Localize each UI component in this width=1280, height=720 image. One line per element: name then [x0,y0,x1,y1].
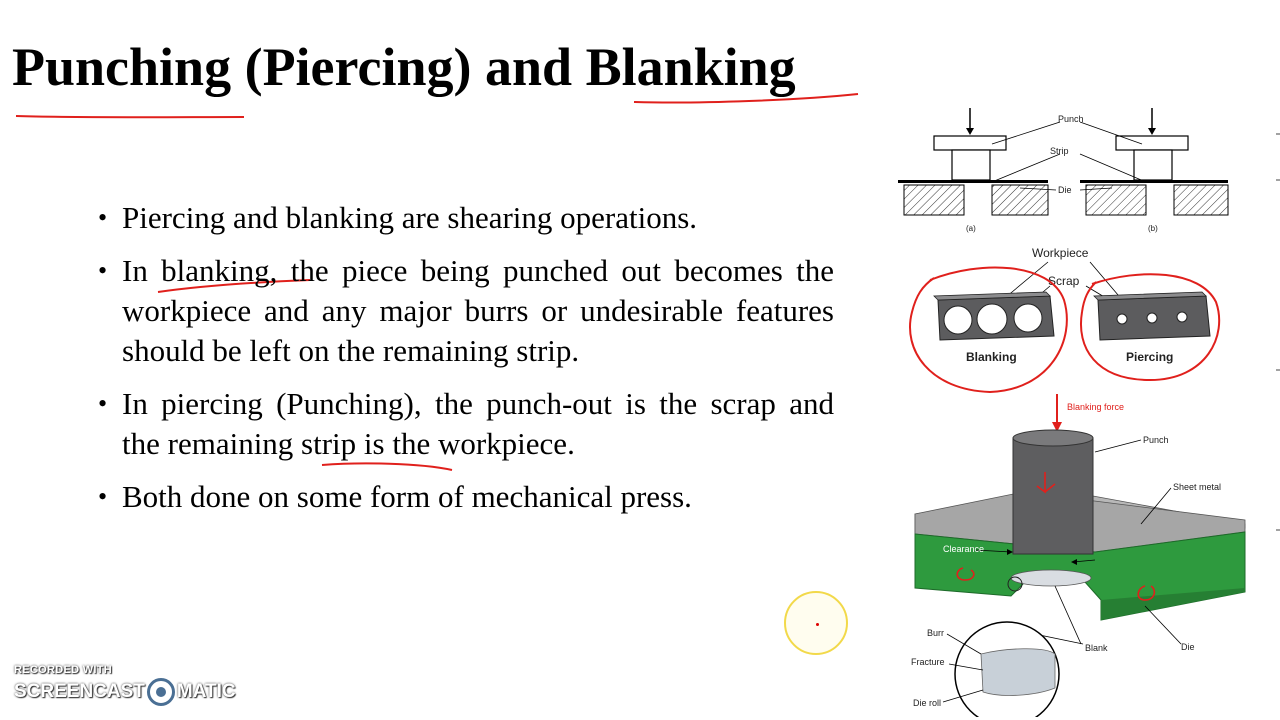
label-blanking: Blanking [966,350,1017,364]
ink-underline-punching [15,115,245,119]
bullet-item: In piercing (Punching), the punch-out is… [98,384,834,464]
watermark-screencast: SCREENCAST [14,681,145,702]
label-die: Die [1058,185,1072,195]
label-punch-3d: Punch [1143,435,1169,445]
figure-blanking-3d: Blanking force Clearance Punch Sheet met… [911,394,1246,717]
label-die-3d: Die [1181,642,1195,652]
ink-mark-left [956,567,975,581]
cursor-highlight [784,591,848,655]
screencast-watermark: RECORDED WITH SCREENCAST MATIC [14,664,236,706]
ink-circle-piercing [1080,273,1221,382]
bullet-list: Piercing and blanking are shearing opera… [98,198,834,530]
bullet-item: In blanking, the piece being punched out… [98,251,834,371]
label-clearance: Clearance [943,544,984,554]
label-punch: Punch [1058,114,1084,124]
watermark-recorded-with: RECORDED WITH [14,664,113,676]
slide-edge-marks [1276,133,1280,531]
label-piercing: Piercing [1126,350,1173,364]
figure-punch-die-schematic: Punch Strip Die (a) (b) [898,108,1229,233]
watermark-matic: MATIC [176,681,236,702]
label-sheet-metal: Sheet metal [1173,482,1221,492]
label-strip: Strip [1050,146,1069,156]
label-workpiece: Workpiece [1032,246,1089,260]
label-fracture: Fracture [911,657,945,667]
bullet-item: Both done on some form of mechanical pre… [98,477,834,517]
label-burr: Burr [927,628,944,638]
slide-title: Punching (Piercing) and Blanking [12,37,796,97]
label-scrap: Scrap [1048,274,1080,288]
caption-a: (a) [966,224,976,233]
ink-mark-right [1137,585,1156,601]
label-blank: Blank [1085,643,1108,653]
label-blanking-force: Blanking force [1067,402,1124,412]
screencast-logo-icon [146,678,175,706]
figure-blanking-vs-piercing: Workpiece Scrap Blanking Piercing [909,246,1221,394]
bullet-item: Piercing and blanking are shearing opera… [98,198,834,238]
caption-b: (b) [1148,224,1158,233]
label-die-roll: Die roll [913,698,941,708]
ink-circle-blanking [909,266,1068,394]
